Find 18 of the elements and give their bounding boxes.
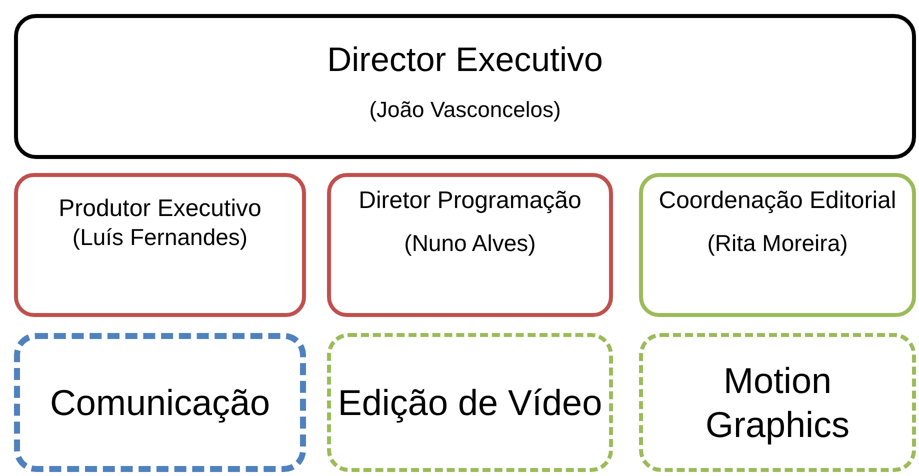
node-title: Diretor Programação: [358, 187, 582, 216]
team-box: [327, 333, 613, 472]
node-title: Edição de Vídeo: [338, 380, 602, 424]
role-box: [327, 173, 613, 317]
node-title: Motion Graphics: [704, 359, 851, 446]
person-name: (Luís Fernandes): [72, 224, 248, 252]
team-box: [14, 333, 306, 472]
team-box: [639, 333, 916, 472]
person-name: (Nuno Alves): [404, 230, 536, 258]
node-title: Produtor Executivo: [58, 195, 262, 224]
node-title: Coordenação Editorial: [658, 187, 896, 216]
role-box: [14, 173, 306, 317]
person-name: (João Vasconcelos): [369, 96, 561, 124]
node-title: Comunicação: [50, 380, 270, 424]
executive-box: [14, 14, 916, 159]
node-title: Director Executivo: [327, 40, 603, 81]
person-name: (Rita Moreira): [707, 230, 848, 258]
role-box: [639, 173, 916, 317]
